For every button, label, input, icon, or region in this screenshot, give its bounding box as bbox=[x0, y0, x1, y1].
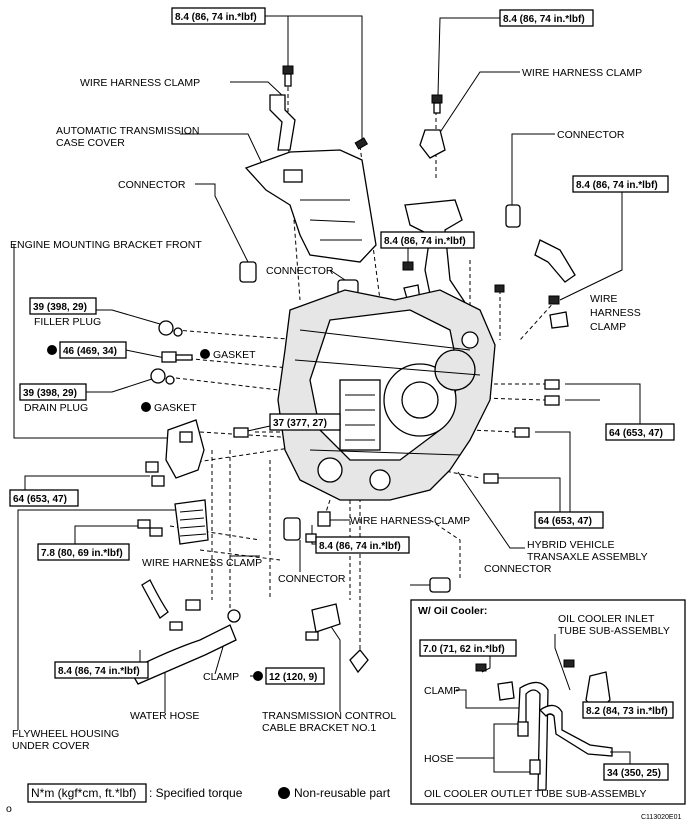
water-hose-part bbox=[129, 624, 237, 685]
drain-plug-part bbox=[150, 368, 166, 384]
label-hybrid-transaxle: HYBRID VEHICLE bbox=[527, 539, 615, 551]
non-reusable-dot-icon bbox=[200, 349, 210, 359]
label-connector: CONNECTOR bbox=[278, 573, 346, 585]
bolt-icon bbox=[431, 94, 443, 114]
connector-part bbox=[505, 204, 521, 228]
label-flywheel-housing: FLYWHEEL HOUSING bbox=[12, 728, 119, 740]
label-hose: HOSE bbox=[424, 753, 454, 765]
label-wire-harness-clamp: CLAMP bbox=[590, 321, 626, 333]
label-gasket: GASKET bbox=[154, 402, 197, 414]
torque-t16: 7.0 (71, 62 in.*lbf) bbox=[423, 644, 505, 655]
label-connector: CONNECTOR bbox=[557, 129, 625, 141]
transmission-control-cable-bracket bbox=[311, 603, 341, 633]
torque-t12: 7.8 (80, 69 in.*lbf) bbox=[41, 548, 123, 559]
label-engine-mounting-bracket: ENGINE MOUNTING BRACKET FRONT bbox=[10, 239, 202, 251]
engine-mounting-bracket-front bbox=[165, 419, 205, 479]
label-tcc-bracket: TRANSMISSION CONTROL bbox=[262, 710, 396, 722]
label-clamp: CLAMP bbox=[203, 671, 239, 683]
filler-plug-part bbox=[158, 320, 174, 336]
label-connector: CONNECTOR bbox=[266, 265, 334, 277]
bolt-icon bbox=[282, 65, 294, 87]
clamp-part bbox=[227, 609, 241, 623]
label-water-hose: WATER HOSE bbox=[130, 710, 199, 722]
torque-t11: 64 (653, 47) bbox=[538, 516, 592, 527]
non-reusable-dot-icon bbox=[253, 671, 263, 681]
label-wire-harness-clamp: WIRE HARNESS CLAMP bbox=[80, 77, 200, 89]
legend-torque-unit: N*m (kgf*cm, ft.*lbf) bbox=[31, 786, 136, 800]
label-flywheel-housing: UNDER COVER bbox=[12, 740, 90, 752]
non-reusable-dot-icon bbox=[141, 402, 151, 412]
torque-t9: 64 (653, 47) bbox=[609, 428, 663, 439]
label-at-case-cover: CASE COVER bbox=[56, 137, 125, 149]
automatic-transmission-case-cover bbox=[244, 149, 377, 263]
torque-t5: 39 (398, 29) bbox=[33, 302, 87, 313]
flywheel-housing-under-cover bbox=[174, 499, 209, 545]
torque-t4: 8.4 (86, 74 in.*lbf) bbox=[384, 236, 466, 247]
label-gasket: GASKET bbox=[213, 349, 256, 361]
torque-t15: 12 (120, 9) bbox=[269, 672, 317, 683]
torque-labels: 8.4 (86, 74 in.*lbf) 8.4 (86, 74 in.*lbf… bbox=[9, 7, 675, 685]
label-wire-harness-clamp: WIRE HARNESS CLAMP bbox=[142, 557, 262, 569]
connector-part bbox=[239, 261, 257, 283]
legend-nonreusable: Non-reusable part bbox=[294, 786, 391, 800]
label-oil-cooler-inlet: TUBE SUB-ASSEMBLY bbox=[558, 625, 670, 637]
label-clamp: CLAMP bbox=[424, 685, 460, 697]
label-connector: CONNECTOR bbox=[118, 179, 186, 191]
label-filler-plug: FILLER PLUG bbox=[34, 316, 101, 328]
label-tcc-bracket: CABLE BRACKET NO.1 bbox=[262, 722, 376, 734]
page-mark: o bbox=[6, 803, 12, 815]
connector-part bbox=[429, 577, 451, 593]
wire-harness-clamp-part bbox=[419, 129, 446, 159]
non-reusable-dot-icon bbox=[278, 787, 290, 799]
bolt-icon bbox=[354, 137, 369, 150]
legend: N*m (kgf*cm, ft.*lbf) : Specified torque… bbox=[27, 783, 391, 803]
torque-t6: 46 (469, 34) bbox=[63, 346, 117, 357]
wire-harness-clamp-part bbox=[269, 94, 296, 151]
torque-t18: 34 (350, 25) bbox=[607, 768, 661, 779]
label-wire-harness-clamp: WIRE bbox=[590, 293, 617, 305]
label-wire-harness-clamp: WIRE HARNESS CLAMP bbox=[350, 515, 470, 527]
connector-part bbox=[283, 517, 301, 541]
part-labels: WIRE HARNESS CLAMP WIRE HARNESS CLAMP AU… bbox=[10, 67, 648, 752]
label-oil-cooler-outlet: OIL COOLER OUTLET TUBE SUB-ASSEMBLY bbox=[424, 788, 647, 800]
torque-t10: 64 (653, 47) bbox=[13, 494, 67, 505]
torque-t17: 8.2 (84, 73 in.*lbf) bbox=[586, 706, 668, 717]
label-at-case-cover: AUTOMATIC TRANSMISSION bbox=[56, 125, 200, 137]
legend-torque-text: : Specified torque bbox=[149, 786, 243, 800]
label-drain-plug: DRAIN PLUG bbox=[24, 402, 88, 414]
torque-t14: 8.4 (86, 74 in.*lbf) bbox=[58, 666, 140, 677]
oil-cooler-inset: W/ Oil Cooler: OIL COOLER INLET TUBE SUB… bbox=[410, 599, 686, 805]
torque-t2: 8.4 (86, 74 in.*lbf) bbox=[503, 14, 585, 25]
torque-t1: 8.4 (86, 74 in.*lbf) bbox=[175, 12, 257, 23]
leader-lines bbox=[13, 15, 641, 730]
torque-t7: 39 (398, 29) bbox=[23, 388, 77, 399]
wire-harness-clamp-part bbox=[549, 311, 569, 329]
non-reusable-dot-icon bbox=[47, 345, 57, 355]
gasket-part bbox=[173, 327, 183, 337]
figure-id: C113020E01 bbox=[641, 814, 681, 821]
bolt-icon bbox=[161, 351, 193, 363]
gasket-part bbox=[165, 375, 175, 385]
label-hybrid-transaxle: TRANSAXLE ASSEMBLY bbox=[527, 551, 648, 563]
label-wire-harness-clamp: HARNESS bbox=[590, 307, 641, 319]
oil-cooler-title: W/ Oil Cooler: bbox=[418, 605, 487, 617]
torque-t8: 37 (377, 27) bbox=[273, 418, 327, 429]
label-oil-cooler-inlet: OIL COOLER INLET bbox=[558, 613, 655, 625]
torque-t3: 8.4 (86, 74 in.*lbf) bbox=[576, 180, 658, 191]
torque-t13: 8.4 (86, 74 in.*lbf) bbox=[319, 541, 401, 552]
parts bbox=[129, 65, 576, 685]
label-connector: CONNECTOR bbox=[484, 563, 552, 575]
label-wire-harness-clamp: WIRE HARNESS CLAMP bbox=[522, 67, 642, 79]
